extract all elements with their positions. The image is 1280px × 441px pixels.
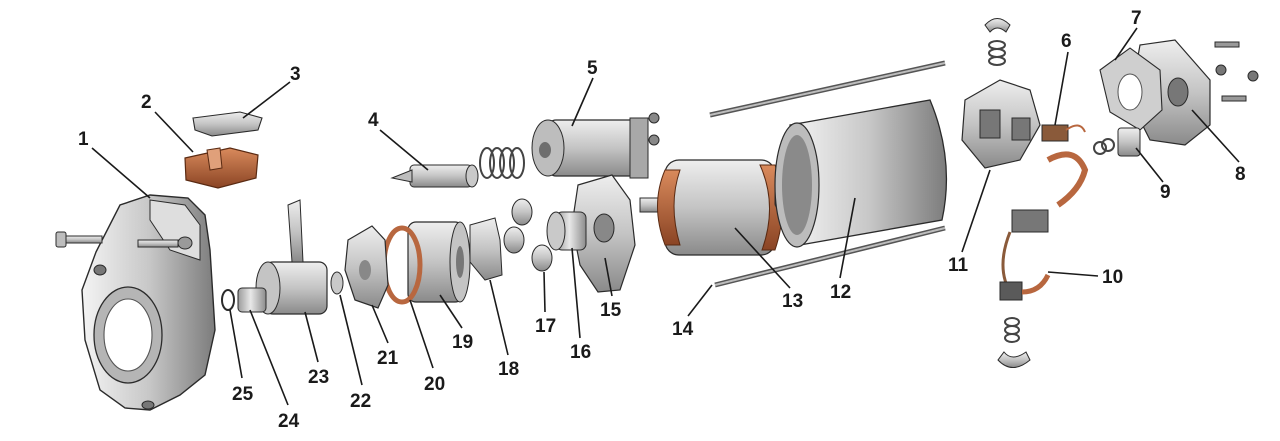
part-16-gear: [546, 211, 587, 251]
housing-bolt-left: [55, 231, 103, 248]
through-bolt-top: [709, 60, 946, 118]
part-21-thrust-disc: [344, 225, 389, 309]
callout-2: 2: [141, 92, 152, 113]
callout-10: 10: [1102, 267, 1123, 288]
callout-9: 9: [1160, 182, 1171, 203]
brush-spring-top: [984, 18, 1011, 66]
part-1-drive-end-housing: [81, 194, 216, 411]
callout-8: 8: [1235, 164, 1246, 185]
part-22-washer: [330, 271, 344, 295]
solenoid-spring: [479, 147, 525, 179]
callout-5: 5: [587, 58, 598, 79]
callout-18: 18: [498, 359, 519, 380]
housing-bolt-right: [137, 236, 193, 250]
callout-3: 3: [290, 64, 301, 85]
callout-6: 6: [1061, 31, 1072, 52]
part-6-brush: [1041, 124, 1086, 142]
callout-19: 19: [452, 332, 473, 353]
callout-25: 25: [232, 384, 254, 405]
callout-16: 16: [570, 342, 591, 363]
callout-4: 4: [368, 110, 379, 131]
part-19-overrunning-clutch: [407, 221, 471, 303]
part-12-stator-housing: [774, 99, 948, 248]
callout-1: 1: [78, 129, 89, 150]
part-10-brush-lead: [999, 151, 1089, 301]
callout-13: 13: [782, 291, 803, 312]
part-4-plunger-pin: [390, 164, 479, 188]
part-24-pinion: [237, 287, 267, 313]
callout-14: 14: [672, 319, 694, 340]
part-2-fork-block: [184, 147, 259, 189]
part-9-terminal: [1093, 127, 1141, 157]
callout-23: 23: [308, 367, 329, 388]
callout-17: 17: [535, 316, 556, 337]
callout-7: 7: [1131, 8, 1142, 29]
part-23-drive-clutch: [255, 199, 328, 315]
part-3-lever-plate: [192, 111, 263, 137]
callout-21: 21: [377, 348, 399, 369]
callout-12: 12: [830, 282, 851, 303]
callout-22: 22: [350, 391, 371, 412]
callout-20: 20: [424, 374, 445, 395]
callout-15: 15: [600, 300, 622, 321]
callout-labels: 1 2 3 4 5 6 7 8 9 10 11 12 13 14 15 16 1…: [78, 8, 1246, 432]
part-7-end-plate: [1099, 47, 1163, 131]
part-5-solenoid: [531, 112, 660, 179]
part-17-planet-gears: [503, 198, 553, 272]
brush-spring-bottom: [997, 317, 1031, 368]
callout-11: 11: [948, 255, 969, 276]
callout-24: 24: [278, 411, 300, 432]
end-cover-screws: [1214, 41, 1259, 102]
part-18-carrier-plate: [469, 217, 503, 281]
part-25-retaining-ring: [221, 289, 235, 311]
leader-lines: [91, 27, 1240, 406]
part-11-brush-holder: [961, 79, 1041, 169]
part-14-through-bolt: [714, 225, 946, 288]
